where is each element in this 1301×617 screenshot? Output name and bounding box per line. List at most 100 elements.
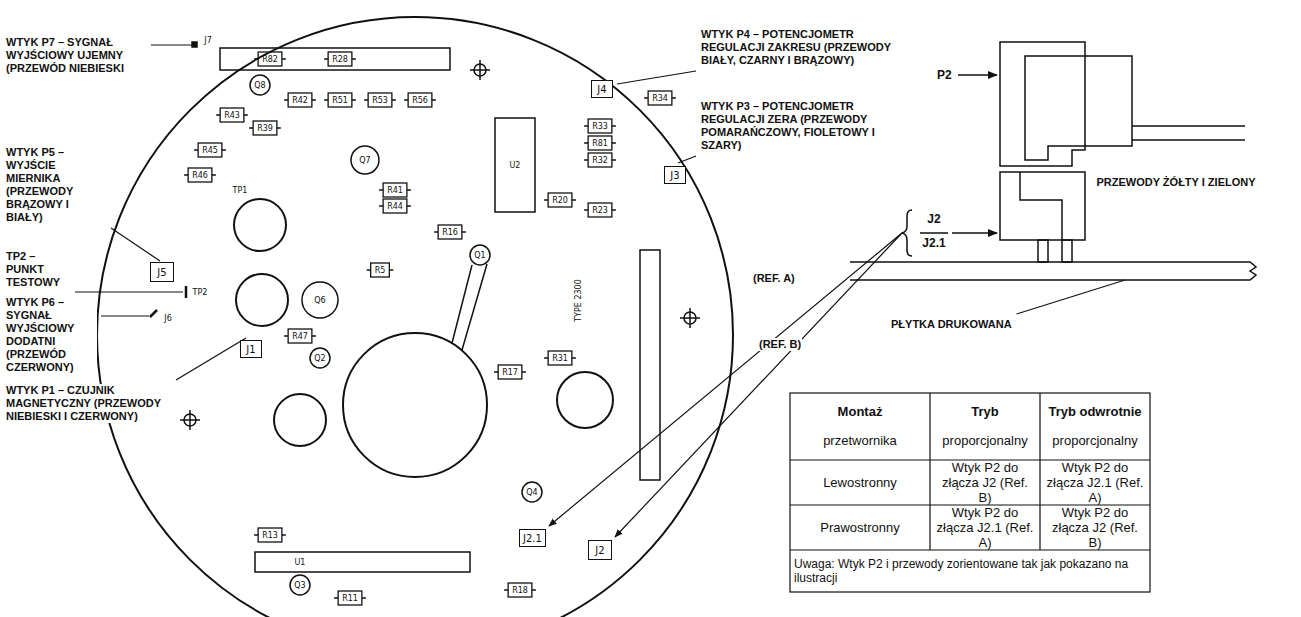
mounting-cross [180,410,200,430]
reference-arrow [615,233,902,537]
capacitor-symbol [557,372,613,428]
header-body [1000,172,1085,240]
resistor-label: R44 [387,202,403,211]
connector-label: J2.1 [523,533,542,544]
resistor-label: R34 [652,94,668,103]
leader-line [176,338,246,380]
leader-line [617,71,696,84]
table-line [790,393,1150,550]
callout-label: WTYK P7 – SYGNAŁ WYJŚCIOWY UJEMNY (PRZEW… [5,36,147,75]
resistor-label: R39 [257,124,273,133]
component-body [640,250,660,480]
resistor-label: R82 [262,55,278,64]
transistor-symbol [351,146,379,174]
plug-label: P2 [936,68,953,82]
resistor-symbol [588,203,612,217]
table-border [790,393,1150,592]
circuit-board [850,262,1256,280]
connector-label: J2 [916,212,952,226]
header-pin [1038,240,1048,262]
resistor-symbol [498,365,522,379]
plug-insert [1025,56,1132,160]
connector-box: J5 [150,262,174,282]
pcb-drawing [97,17,733,617]
connector-box: J2 [588,540,612,560]
resistor-symbol [588,119,612,133]
transistor-label: Q3 [294,581,305,590]
resistor-symbol [288,329,312,343]
resistor-symbol [258,52,282,66]
center-hole [343,333,487,477]
resistor-symbol [371,263,390,277]
ic-label: U1 [295,558,306,567]
leader-line [1017,280,1125,314]
resistor-label: R81 [592,139,608,148]
connector-label: J5 [157,267,166,278]
table-cell: Prawostronny [790,505,930,550]
test-point [185,286,188,298]
table-grid [790,393,1150,592]
resistor-label: R31 [552,354,568,363]
table-header: Montaż [790,398,930,424]
test-point-label: TP2 [193,288,208,297]
resistor-symbol [328,93,352,107]
mounting-cross [680,308,700,328]
test-point-label: TP1 [233,186,248,195]
callout-label: WTYK P4 – POTENCJOMETR REGULACJI ZAKRESU… [700,28,917,67]
resistor-label: R20 [552,196,568,205]
connector-label: J1 [246,344,255,355]
top-strip [220,48,450,70]
arrow [952,232,997,234]
resistor-label: R23 [592,206,608,215]
table-header: proporcjonalny [1040,424,1150,456]
bracket [902,210,912,256]
resistor-symbol [338,591,362,605]
wire [1132,126,1245,140]
component-label: TYPE 2300 [574,279,583,322]
leader-line [678,156,696,163]
connector-box: J4 [591,80,613,98]
resistor-label: R13 [262,531,278,540]
pad-label: J7 [204,36,211,45]
resistor-label: R41 [387,186,403,195]
resistor-symbol [438,225,462,239]
callout-label: WTYK P1 – CZUJNIK MAGNETYCZNY (PRZEWODY … [5,384,172,423]
fraction-line [920,232,948,234]
connector-label: J2.1 [916,236,952,250]
resistor-symbol [288,93,312,107]
resistor-symbol [328,52,352,66]
transistor-symbol [290,575,310,595]
resistor-symbol [383,183,407,197]
resistor-label: R17 [502,368,518,377]
table-header: Tryb odwrotnie [1040,398,1150,424]
resistor-symbol [648,91,672,105]
arrow [958,74,997,76]
callout-label: WTYK P5 – WYJŚCIE MIERNIKA (PRZEWODY BRĄ… [5,146,107,224]
transistor-label: Q2 [314,354,325,363]
leader-line [101,315,149,316]
resistor-label: R11 [342,594,358,603]
ic-label: U2 [510,161,521,170]
connector-label: J2 [595,545,604,556]
resistor-label: R51 [332,96,348,105]
leader-line [75,291,183,292]
reference-label: (REF. A) [752,272,796,285]
pcb-outline [97,17,733,617]
table-cell: Wtyk P2 do złącza J2 (Ref. B) [930,460,1040,505]
capacitor-symbol [274,394,326,446]
transistor-symbol [310,348,330,368]
transistor-label: Q1 [474,251,485,260]
resistor-label: R43 [224,111,240,120]
connector-label: J4 [597,84,606,95]
transistor-label: Q6 [314,296,325,305]
reference-label: (REF. B) [758,338,802,351]
transistor-symbol [250,75,270,95]
resistor-symbol [383,199,407,213]
ic-body [255,552,470,572]
plug-housing [1000,42,1085,166]
connector-label: J3 [670,170,679,181]
leader-line [151,44,194,45]
header-pin [1062,240,1072,262]
callout-label: TP2 – PUNKT TESTOWY [5,250,71,289]
ic-body [495,118,535,212]
